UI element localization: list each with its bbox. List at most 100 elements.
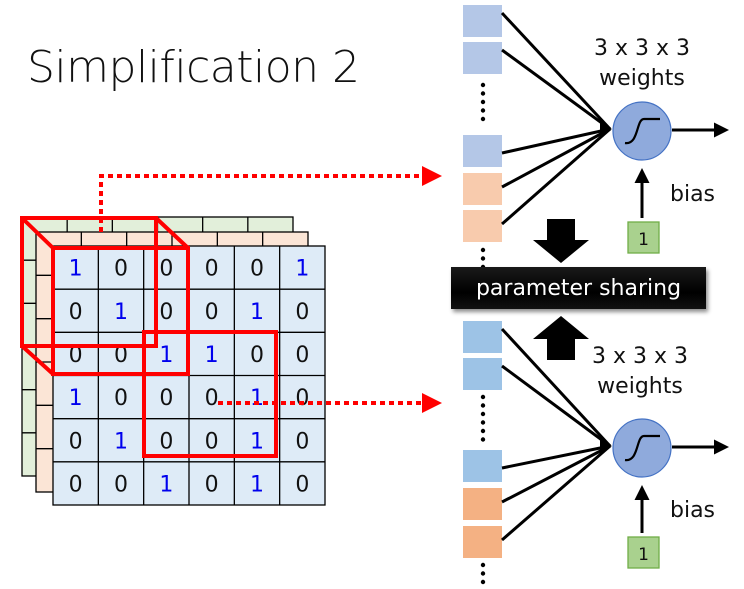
grid-cell-value: 0 [205, 257, 219, 282]
ellipsis-dot [480, 411, 486, 417]
ellipsis-dot [480, 99, 486, 105]
grid-cell-value: 0 [250, 257, 264, 282]
input-arrowhead [600, 123, 612, 136]
grid-cell-value: 0 [205, 300, 219, 325]
grid-cell-value: 0 [159, 386, 173, 411]
weight-connection [501, 127, 611, 189]
input-node-blue [463, 135, 502, 167]
input-node-blue [463, 321, 502, 353]
receptive-field-highlights [20, 166, 442, 458]
weight-connection [501, 48, 611, 131]
cube-back-face [20, 216, 158, 348]
ellipsis-dot [480, 579, 486, 585]
input-node-blue [463, 42, 502, 74]
input-node-orange [463, 526, 502, 558]
grid-cell-value: 0 [250, 343, 264, 368]
up-block-arrow-icon [533, 316, 589, 360]
sigmoid-icon [624, 117, 660, 145]
grid-cell-value: 0 [295, 343, 309, 368]
input-node-blue [463, 5, 502, 37]
ellipsis-dot [480, 437, 486, 442]
weights-dims-1: 3 x 3 x 3 [593, 36, 690, 61]
cube-edge [154, 216, 190, 250]
bias-label-2: bias [670, 498, 716, 523]
grid-cell-value: 0 [295, 429, 309, 454]
grid-cell-value: 1 [250, 300, 264, 325]
neuron-unit-2: 1 [463, 321, 729, 585]
input-arrowhead [600, 440, 612, 453]
weights-word-1: weights [599, 66, 685, 91]
receptive-field-box-2 [142, 330, 278, 458]
grid-cell-value: 1 [250, 386, 264, 411]
neuron-diagrams: 11 [463, 5, 729, 585]
grid-cell-value: 1 [159, 343, 173, 368]
weight-connection [501, 364, 611, 448]
bias-value: 1 [638, 545, 649, 565]
cube-front-face [51, 246, 190, 376]
neuron-unit-1: 1 [463, 5, 729, 270]
input-node-orange [463, 488, 502, 520]
weight-connection [501, 444, 611, 504]
cube-edge [20, 216, 55, 250]
dotted-arrow-to-neuron-1 [99, 166, 442, 232]
ellipsis-dot [480, 116, 486, 122]
ellipsis-dot [480, 256, 486, 261]
weight-connection [500, 327, 612, 448]
grid-cell-value: 0 [69, 300, 83, 325]
bias-label-1: bias [670, 182, 716, 207]
ellipsis-dot [480, 91, 486, 96]
weights-dims-2: 3 x 3 x 3 [591, 344, 688, 369]
parameter-sharing-label: parameter sharing [475, 275, 682, 301]
grid-cell-value: 0 [114, 386, 128, 411]
ellipsis-dot [480, 403, 486, 408]
ellipsis-dot [480, 428, 486, 434]
ellipsis-dot [480, 108, 486, 113]
bias-input-box [627, 536, 660, 569]
weight-connection [501, 444, 611, 470]
bias-value: 1 [638, 230, 649, 250]
grid-cell-value: 0 [159, 300, 173, 325]
grid-cell-value: 1 [250, 472, 264, 497]
parameter-sharing-arrows [533, 219, 589, 360]
weight-connection [501, 127, 611, 226]
cube-edge [20, 344, 55, 376]
neuron-circle [612, 101, 672, 161]
grid-cell-value: 0 [114, 472, 128, 497]
ellipsis-dot [480, 82, 486, 88]
input-node-blue [463, 450, 502, 482]
grid-cell-value: 1 [250, 429, 264, 454]
grid-cell-value: 0 [114, 257, 128, 282]
weight-connection [500, 11, 612, 131]
grid-cell-value: 0 [205, 429, 219, 454]
weights-word-2: weights [597, 374, 683, 399]
grid-cell-value: 1 [69, 257, 83, 282]
grid-cell-value: 0 [114, 343, 128, 368]
input-node-orange [463, 173, 502, 205]
ellipsis-dot [480, 420, 486, 425]
grid-cell-value: 1 [69, 386, 83, 411]
grid-cell-value: 1 [114, 300, 128, 325]
grid-cell-value: 0 [205, 386, 219, 411]
grid-cell-value: 1 [114, 429, 128, 454]
grid-cell-value: 0 [295, 300, 309, 325]
grid-cell-value: 0 [159, 429, 173, 454]
ellipsis-dot [480, 571, 486, 576]
grid-cell-value: 1 [205, 343, 219, 368]
grid-cell-value: 0 [69, 472, 83, 497]
ellipsis-dot [480, 562, 486, 568]
grid-cell-value: 0 [205, 472, 219, 497]
input-node-blue [463, 358, 502, 390]
grid-cell-value: 1 [159, 472, 173, 497]
neuron-circle [612, 418, 672, 478]
grid-cell-value: 0 [295, 386, 309, 411]
grid-cell-value: 0 [295, 472, 309, 497]
grid-cell-value: 0 [69, 429, 83, 454]
grid-cell-value: 0 [69, 343, 83, 368]
sigmoid-icon [624, 434, 660, 462]
input-node-orange [463, 210, 502, 242]
ellipsis-dot [480, 247, 486, 253]
weights-label-1: 3 x 3 x 3 weights [586, 34, 698, 94]
